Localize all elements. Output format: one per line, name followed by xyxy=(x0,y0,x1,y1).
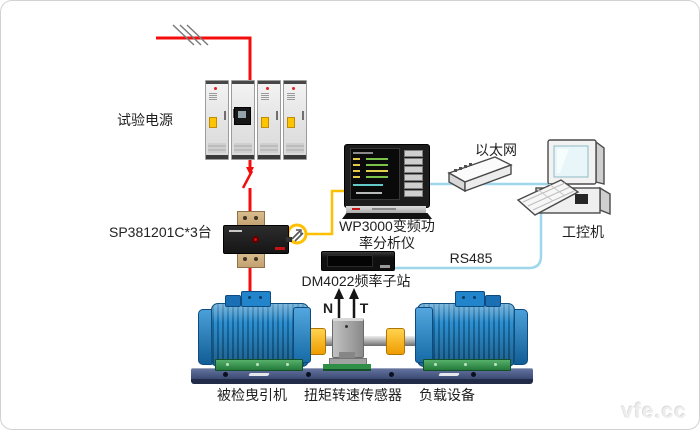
right-motor-terminal-box xyxy=(455,291,485,307)
watermark: vfe.cc xyxy=(621,400,687,423)
analyzer-screen-icon xyxy=(350,148,400,200)
coupling-right-icon xyxy=(386,328,405,355)
label-right-machine: 负载设备 xyxy=(419,387,475,403)
breaker-icon xyxy=(241,170,254,189)
left-motor-terminal-box xyxy=(241,291,271,307)
speed-arrow-icon xyxy=(334,288,344,319)
wp3000-analyzer-icon xyxy=(342,142,432,219)
rs485-line xyxy=(394,197,543,270)
right-motor-terminal-small xyxy=(485,295,501,307)
label-sensor: 扭矩转速传感器 xyxy=(304,387,402,403)
label-dm-device: DM4022频率子站 xyxy=(301,273,411,289)
label-speed-n: N xyxy=(322,300,334,316)
label-analyzer-line1: WP3000变频功 xyxy=(339,218,435,234)
phase-slash-icon xyxy=(172,24,209,46)
label-analyzer-line2: 率分析仪 xyxy=(359,235,415,251)
ethernet-hub-icon xyxy=(447,156,513,193)
label-sp-device: SP381201C*3台 xyxy=(109,224,212,240)
torque-arrow-icon xyxy=(349,288,359,319)
label-analyzer: WP3000变频功 率分析仪 xyxy=(337,218,437,252)
analyzer-signal-line xyxy=(285,189,344,245)
right-motor-base xyxy=(423,359,511,371)
dm4022-substation-icon xyxy=(321,251,395,271)
left-motor-base xyxy=(215,359,303,371)
industrial-pc-icon xyxy=(516,139,611,216)
rail-logo-icon xyxy=(438,373,460,376)
sp-transducer-icon xyxy=(219,211,311,268)
cabinet-1 xyxy=(205,80,229,160)
label-ethernet: 以太网 xyxy=(475,142,517,158)
cabinet-screen-icon xyxy=(234,107,251,125)
sensor-base-plate xyxy=(323,364,371,371)
label-torque-t: T xyxy=(359,300,369,316)
cabinet-2-hmi xyxy=(231,80,255,160)
label-rs485: RS485 xyxy=(449,250,493,266)
sensor-pedestal xyxy=(339,352,355,359)
left-motor-drive-end xyxy=(293,307,311,363)
label-industrial-pc: 工控机 xyxy=(562,224,604,240)
left-motor-terminal-small xyxy=(225,295,241,307)
label-left-machine: 被检曳引机 xyxy=(217,387,287,403)
right-motor-icon xyxy=(417,303,515,367)
bench-rail-base xyxy=(191,379,533,384)
cabinet-3 xyxy=(257,80,281,160)
rail-logo-icon xyxy=(248,373,270,376)
test-power-cabinets-icon xyxy=(205,80,307,160)
label-power-supply: 试验电源 xyxy=(117,112,173,128)
cabinet-4 xyxy=(283,80,307,160)
right-motor-drive-end xyxy=(415,307,433,363)
